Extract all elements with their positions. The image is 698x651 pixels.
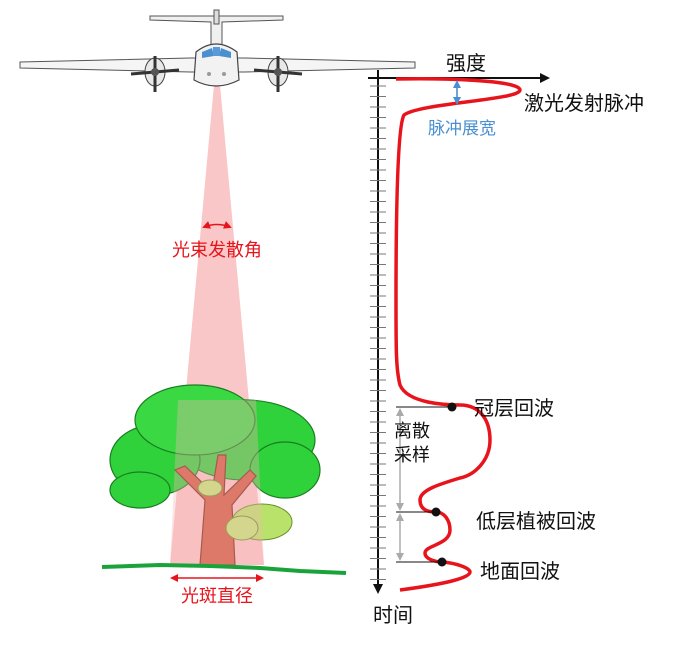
ground-return-point (437, 557, 447, 567)
laser-beam-overlay (170, 400, 264, 565)
canopy-return-point (447, 402, 457, 412)
time-axis-ticks (370, 85, 386, 580)
discrete-sampling-label-2: 采样 (394, 445, 430, 466)
beam-divergence-label: 光束发散角 (172, 240, 262, 261)
aircraft-icon (19, 9, 416, 92)
canopy-return-label: 冠层回波 (474, 396, 554, 420)
emitted-pulse-label: 激光发射脉冲 (524, 91, 644, 115)
divergence-arc (202, 221, 232, 229)
footprint-diameter-label: 光斑直径 (181, 586, 253, 607)
tree-icon (109, 384, 321, 566)
intensity-axis-label: 强度 (446, 51, 486, 75)
ground-line (101, 562, 347, 575)
time-axis-label: 时间 (373, 603, 413, 627)
understory-return-label: 低层植被回波 (476, 509, 596, 533)
discrete-sampling-label-1: 离散 (394, 421, 430, 442)
pulse-width-label: 脉冲展宽 (428, 119, 496, 139)
waveform-curve (394, 77, 522, 592)
ground-return-label: 地面回波 (480, 559, 560, 583)
understory-return-point (431, 507, 441, 517)
